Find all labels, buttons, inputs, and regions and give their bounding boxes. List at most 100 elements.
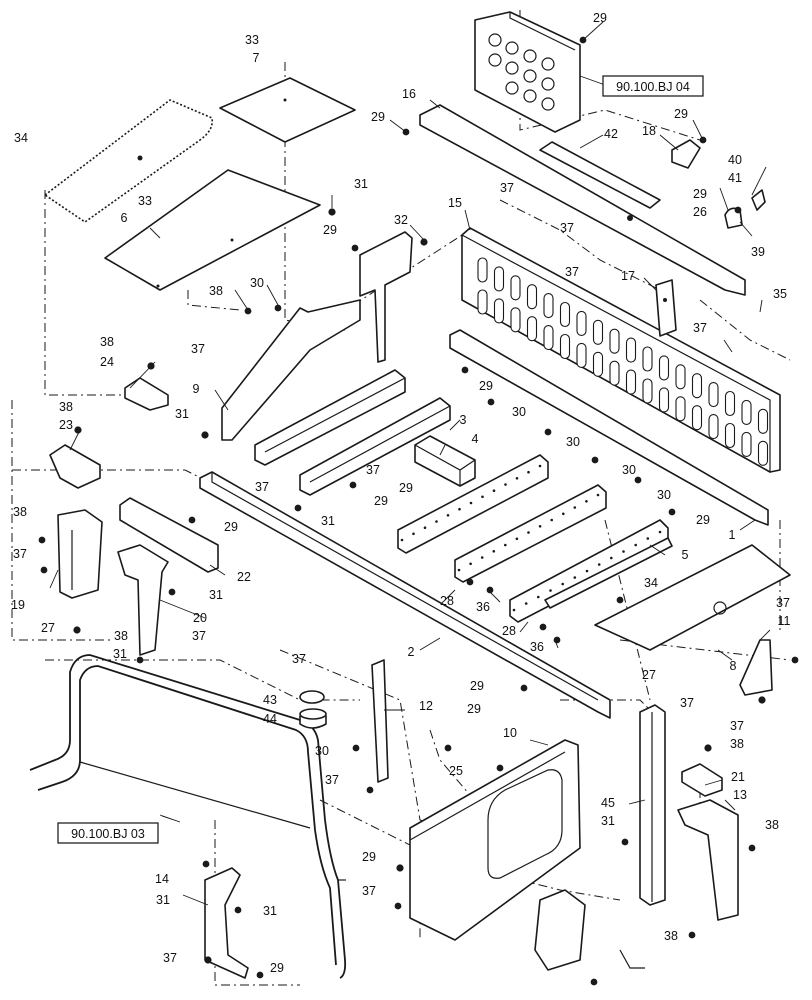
- callout: 40: [728, 153, 742, 167]
- callout: 29: [224, 520, 238, 534]
- callout: 18: [642, 124, 656, 138]
- callout: 36: [476, 600, 490, 614]
- lower-bracket: [534, 889, 645, 971]
- callout-labels: 29 33 7 16 29 42 18 29 34 40 41 29 26 39…: [11, 11, 790, 975]
- callout: 29: [323, 223, 337, 237]
- panel-slot: [609, 360, 620, 386]
- callout: 36: [530, 640, 544, 654]
- panel-slot: [576, 342, 587, 368]
- callout: 9: [193, 382, 200, 396]
- reference-box-bottom[interactable]: 90.100.BJ 03: [57, 822, 159, 844]
- callout: 37: [500, 181, 514, 195]
- bracket-32: [359, 231, 413, 363]
- callout: 10: [503, 726, 517, 740]
- channel-hole: [423, 526, 427, 529]
- panel-slot: [658, 387, 670, 413]
- callout: 28: [502, 624, 516, 638]
- callout: 14: [155, 872, 169, 886]
- callout: 29: [470, 679, 484, 693]
- callout: 30: [622, 463, 636, 477]
- callout: 1: [729, 528, 736, 542]
- panel-slot: [477, 257, 488, 283]
- callout: 25: [449, 764, 463, 778]
- channel-3b: [299, 397, 451, 496]
- callout: 31: [321, 514, 335, 528]
- channel-hole: [550, 518, 553, 522]
- callout: 37: [565, 265, 579, 279]
- bracket-11: [739, 639, 773, 696]
- bracket-14: [204, 867, 249, 979]
- clip-24: [124, 377, 169, 411]
- callout: 7: [253, 51, 260, 65]
- channel-hole: [469, 501, 473, 505]
- channel-hole: [658, 530, 662, 534]
- channel-hole: [524, 602, 528, 605]
- panel-slot: [675, 364, 686, 390]
- leader-lines: [49, 21, 771, 906]
- callout: 11: [778, 614, 791, 628]
- callout: 29: [399, 481, 413, 495]
- channel-hole: [622, 550, 625, 553]
- floor-plate-8: [594, 544, 791, 651]
- panel-slot: [592, 319, 604, 345]
- callout: 39: [751, 245, 765, 259]
- panel-slot: [642, 378, 653, 404]
- bracket-17: [655, 279, 677, 337]
- callout: 16: [402, 87, 416, 101]
- callout: 31: [175, 407, 189, 421]
- callout: 12: [419, 699, 433, 713]
- callout: 38: [209, 284, 223, 298]
- callout: 29: [362, 850, 376, 864]
- callout: 37: [366, 463, 380, 477]
- panel-slot: [526, 284, 538, 310]
- panel-slot: [559, 333, 571, 360]
- callout: 38: [114, 629, 128, 643]
- top-cover-34: [44, 99, 214, 223]
- callout: 37: [325, 773, 339, 787]
- callout: 29: [696, 513, 710, 527]
- callout: 21: [731, 770, 745, 784]
- panel-slot: [741, 399, 752, 425]
- channel-hole: [538, 464, 542, 468]
- channel-hole: [458, 507, 461, 511]
- panel-slot: [675, 396, 686, 422]
- callout: 29: [270, 961, 284, 975]
- callout: 38: [100, 335, 114, 349]
- bracket-18: [671, 139, 701, 169]
- channel-hole: [400, 538, 404, 542]
- callout: 3: [460, 413, 467, 427]
- callout: 29: [371, 110, 385, 124]
- callout: 31: [209, 588, 223, 602]
- callout: 29: [693, 187, 707, 201]
- channel-hole: [515, 537, 519, 541]
- callout: 27: [41, 621, 55, 635]
- panel-slot: [625, 369, 637, 395]
- panel-slot: [757, 440, 769, 466]
- callout: 37: [191, 342, 205, 356]
- callout: 26: [693, 205, 707, 219]
- callout: 30: [566, 435, 580, 449]
- panel-slot: [576, 310, 587, 336]
- clip-23: [49, 444, 101, 489]
- callout: 27: [642, 668, 656, 682]
- callout: 30: [657, 488, 671, 502]
- callout: 42: [604, 127, 618, 141]
- reference-box-top[interactable]: 90.100.BJ 04: [602, 75, 704, 97]
- floor-channel-a: [397, 454, 549, 554]
- panel-slot: [477, 289, 488, 315]
- channel-hole: [585, 569, 589, 573]
- callout: 29: [674, 107, 688, 121]
- guard-rail: [29, 654, 347, 979]
- bracket-25: [681, 763, 723, 797]
- panel-slot: [609, 328, 620, 354]
- callout: 31: [113, 647, 127, 661]
- plate-7: [219, 77, 356, 143]
- channel-hole: [562, 512, 565, 516]
- callout: 32: [394, 213, 408, 227]
- callout: 29: [374, 494, 388, 508]
- callout: 34: [644, 576, 658, 590]
- callout: 23: [59, 418, 73, 432]
- callout: 31: [156, 893, 170, 907]
- callout: 22: [237, 570, 251, 584]
- reference-label: 90.100.BJ 04: [616, 80, 690, 94]
